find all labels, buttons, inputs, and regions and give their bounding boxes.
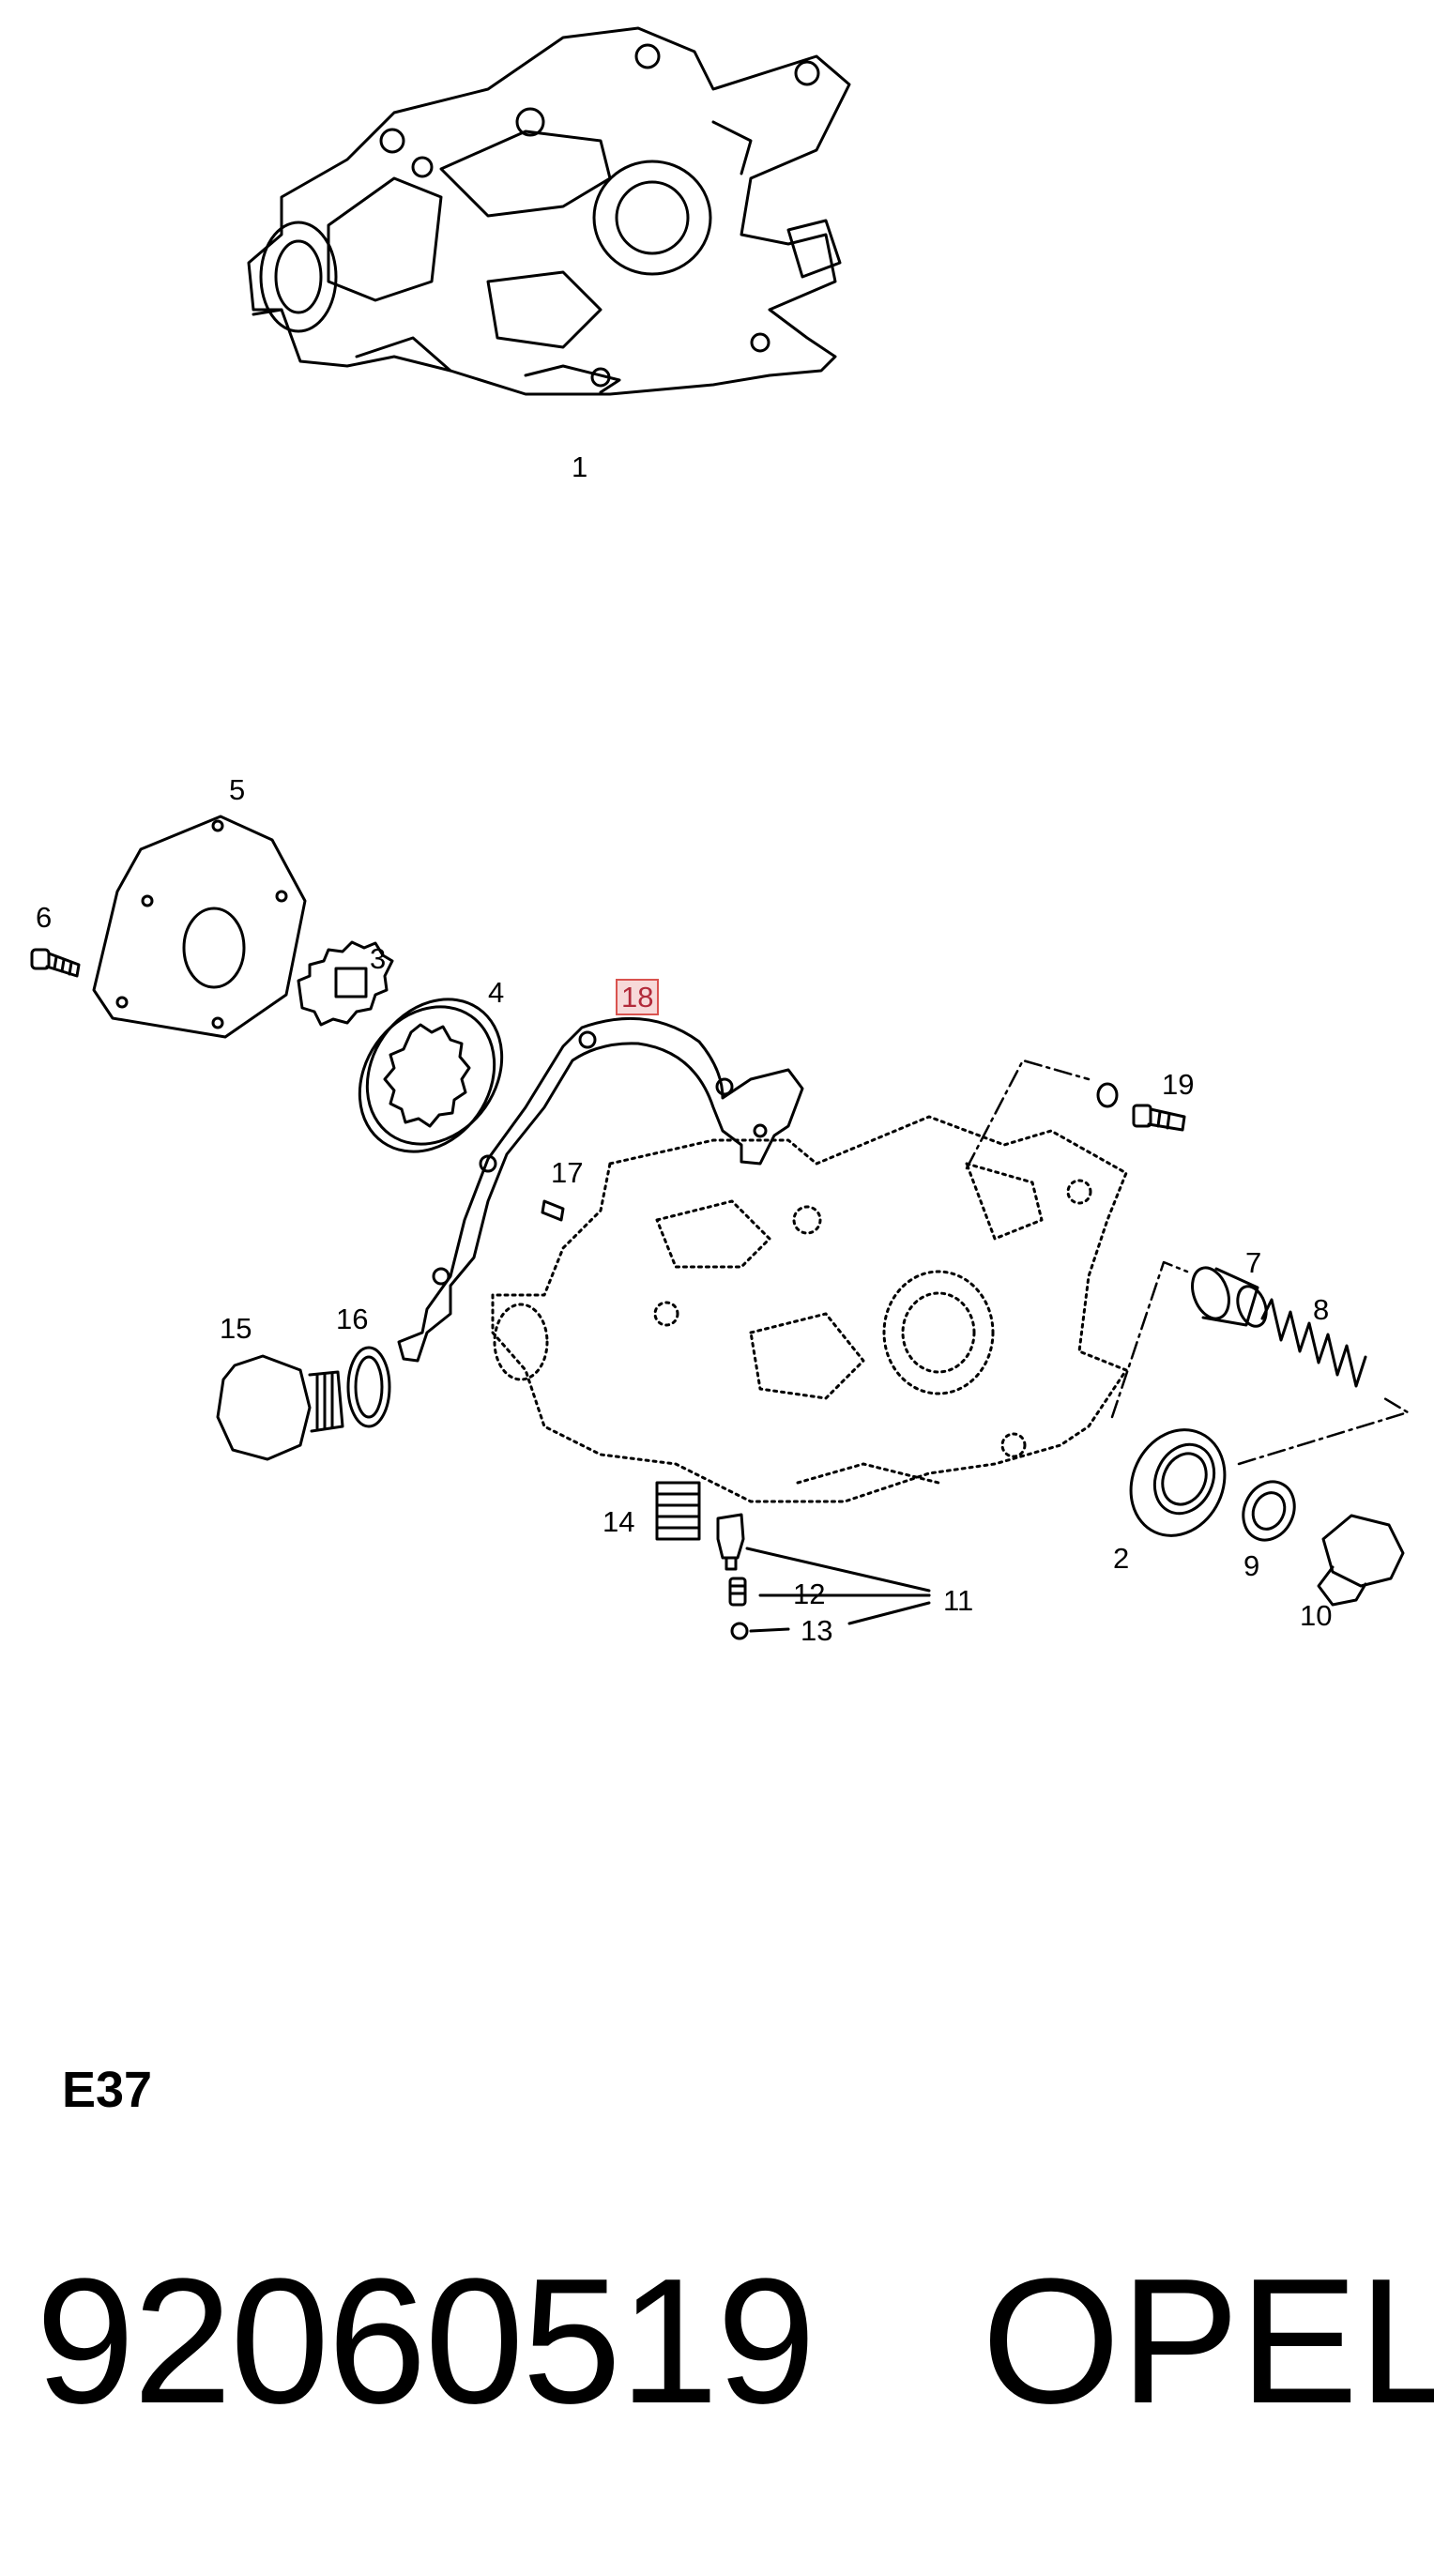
callout-19: 19 [1162,1068,1195,1101]
callout-9: 9 [1243,1549,1260,1582]
callout-17: 17 [551,1156,584,1189]
callout-13: 13 [801,1614,833,1647]
screw-drawing [30,948,81,978]
washer-drawing [346,1346,391,1428]
part-number: 92060519 [36,2242,816,2441]
pump-housing-drawing [491,1115,1128,1503]
outer-rotor-drawing [358,998,504,1153]
callout-11: 11 [943,1584,974,1617]
callout-12: 12 [793,1578,826,1610]
callout-8: 8 [1313,1293,1330,1326]
callout-5: 5 [229,773,246,806]
section-code: E37 [62,2062,153,2118]
callout-7: 7 [1245,1246,1262,1279]
callout-18-highlighted: 18 [616,979,660,1015]
relief-spring-drawing [1260,1298,1367,1388]
drive-gear-drawing [297,940,394,1027]
relief-piston-drawing [1191,1266,1268,1328]
callout-14: 14 [603,1505,635,1538]
strainer-tube-drawing [655,1481,701,1541]
oil-pump-assembly-drawing [247,26,851,396]
gasket-drawing [397,1016,804,1363]
callout-15: 15 [220,1312,252,1345]
cover-plate-drawing [92,815,307,1039]
brand-name: OPEL [982,2242,1434,2441]
callout-6: 6 [36,901,53,934]
callout-3: 3 [370,942,387,975]
alignment-lines [965,1059,1410,1466]
callout-1: 1 [572,450,588,483]
callout-2: 2 [1113,1542,1130,1575]
relief-valve-small-parts-drawing [716,1513,931,1640]
seal-ring-drawing [1129,1428,1227,1537]
callout-10: 10 [1300,1599,1333,1632]
dowel-pin-drawing [541,1199,565,1222]
callout-4: 4 [488,976,505,1009]
callout-16: 16 [336,1303,369,1335]
washer-9-drawing [1242,1480,1296,1542]
bolt-19-drawing [1096,1082,1186,1132]
plug-10-drawing [1317,1514,1405,1607]
plug-drawing [216,1354,344,1461]
